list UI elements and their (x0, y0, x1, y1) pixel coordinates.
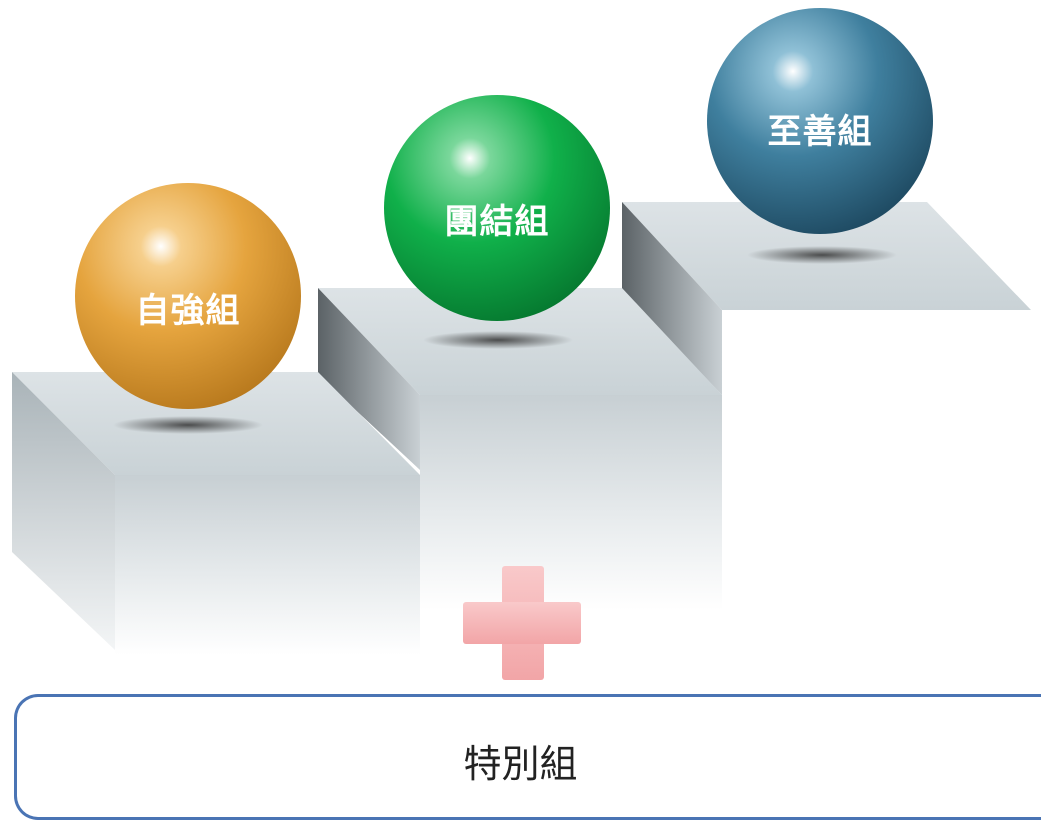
sphere-green (384, 95, 610, 321)
group-label-1: 自強組 (136, 291, 241, 331)
group-label-2: 團結組 (445, 202, 550, 242)
step-1-side (12, 372, 115, 650)
group-ball-1: 自強組 (75, 183, 301, 409)
group-ball-3: 至善組 (707, 8, 933, 234)
special-group-box: 特別組 (14, 694, 1041, 820)
sphere-blue (707, 8, 933, 234)
ball-2-shadow (423, 331, 573, 349)
group-label-3: 至善組 (768, 112, 873, 152)
sphere-orange (75, 183, 301, 409)
ball-1-shadow (113, 416, 263, 434)
step-2-front (420, 395, 722, 610)
step-1-front (115, 475, 420, 655)
special-group-label: 特別組 (463, 741, 578, 786)
step-3-riser (622, 202, 722, 395)
ball-3-shadow (747, 246, 897, 264)
group-ball-2: 團結組 (384, 95, 610, 321)
step-2-riser (318, 288, 420, 470)
plus-icon (463, 566, 581, 680)
